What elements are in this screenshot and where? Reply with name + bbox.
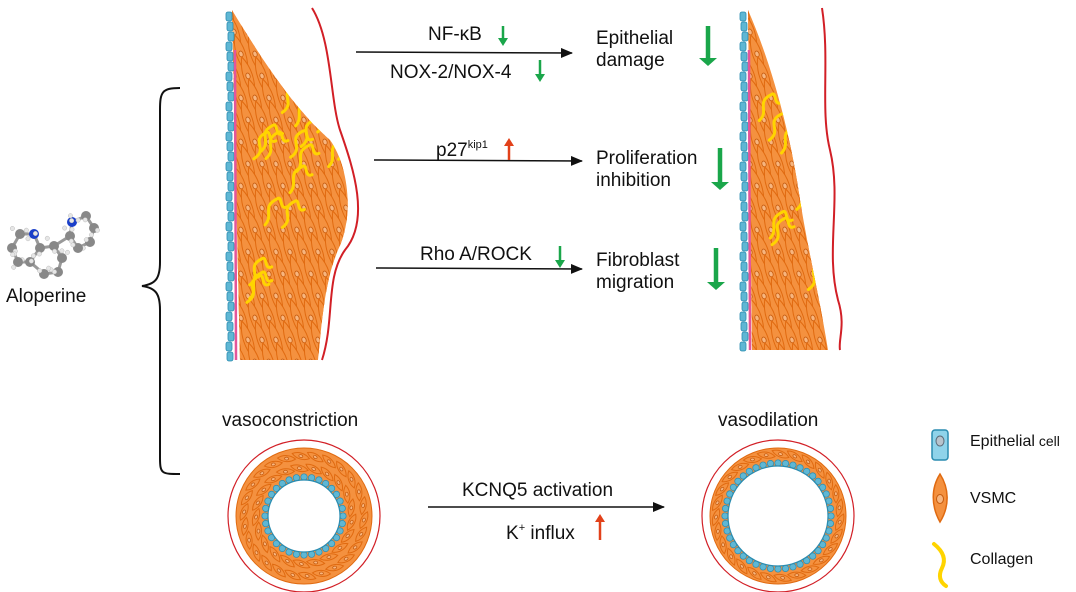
pathway-arrow-1 xyxy=(355,47,573,58)
legend-epithelial-label: Epithelial cell xyxy=(970,433,1060,450)
vasoconstriction-label: vasoconstriction xyxy=(222,410,359,431)
pathway-2-line1: p27kip1 xyxy=(436,139,488,161)
vessel-cross-section-constricted xyxy=(227,439,381,592)
legend-collagen-label: Collagen xyxy=(970,551,1034,568)
collagen-icon xyxy=(932,542,948,588)
kcnq5-label: KCNQ5 activation xyxy=(462,480,614,501)
vessel-wall-treated xyxy=(739,7,843,352)
pathway-1-line2: NOX-2/NOX-4 xyxy=(390,62,512,83)
k-influx-label: K+ influx xyxy=(506,522,575,544)
pathway-3-line1: Rho A/ROCK xyxy=(420,244,532,265)
legend-vsmc-label: VSMC xyxy=(970,490,1017,507)
vsmc-icon xyxy=(932,472,948,524)
epithelial-cell-icon xyxy=(931,429,949,461)
pathway-1-line1: NF-κB xyxy=(428,24,482,45)
brace xyxy=(141,87,181,475)
aloperine-molecule-icon xyxy=(7,211,100,279)
drug-name: Aloperine xyxy=(6,286,87,307)
pathway-arrow-3 xyxy=(375,263,583,274)
regulation-arrows xyxy=(498,26,729,540)
vasodilation-label: vasodilation xyxy=(718,410,819,431)
vessel-cross-section-dilated xyxy=(701,439,855,592)
pathway-arrow-2 xyxy=(373,155,583,166)
vessel-wall-untreated xyxy=(225,7,360,362)
